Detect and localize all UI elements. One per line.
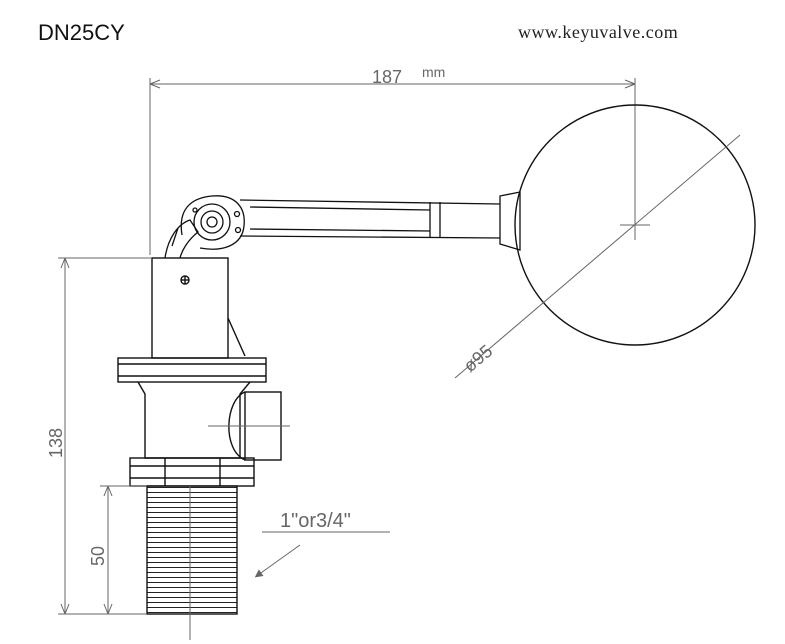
- thread-size-callout: 1"or3/4": [254, 510, 390, 578]
- lever-arm: [239, 191, 521, 251]
- thread-length-label: 50: [88, 546, 108, 566]
- thread-length-dimension: 50: [88, 485, 147, 615]
- length-unit-label: mm: [422, 64, 445, 80]
- valve-top-block: [151, 257, 246, 359]
- length-value-label: 187: [372, 67, 402, 87]
- ball-diameter-label: ø95: [460, 341, 497, 376]
- thread-size-label: 1"or3/4": [280, 510, 351, 532]
- valve-flange: [117, 357, 267, 383]
- height-dimension: 138: [46, 257, 152, 615]
- pivot-joint: [164, 195, 245, 259]
- model-title: DN25CY: [38, 20, 125, 45]
- threaded-shank: [146, 485, 238, 640]
- website-link[interactable]: www.keyuvalve.com: [518, 22, 679, 42]
- hex-nut: [129, 457, 255, 487]
- valve-body: [137, 381, 290, 461]
- length-dimension: 187 mm: [149, 64, 636, 255]
- height-label: 138: [46, 428, 66, 458]
